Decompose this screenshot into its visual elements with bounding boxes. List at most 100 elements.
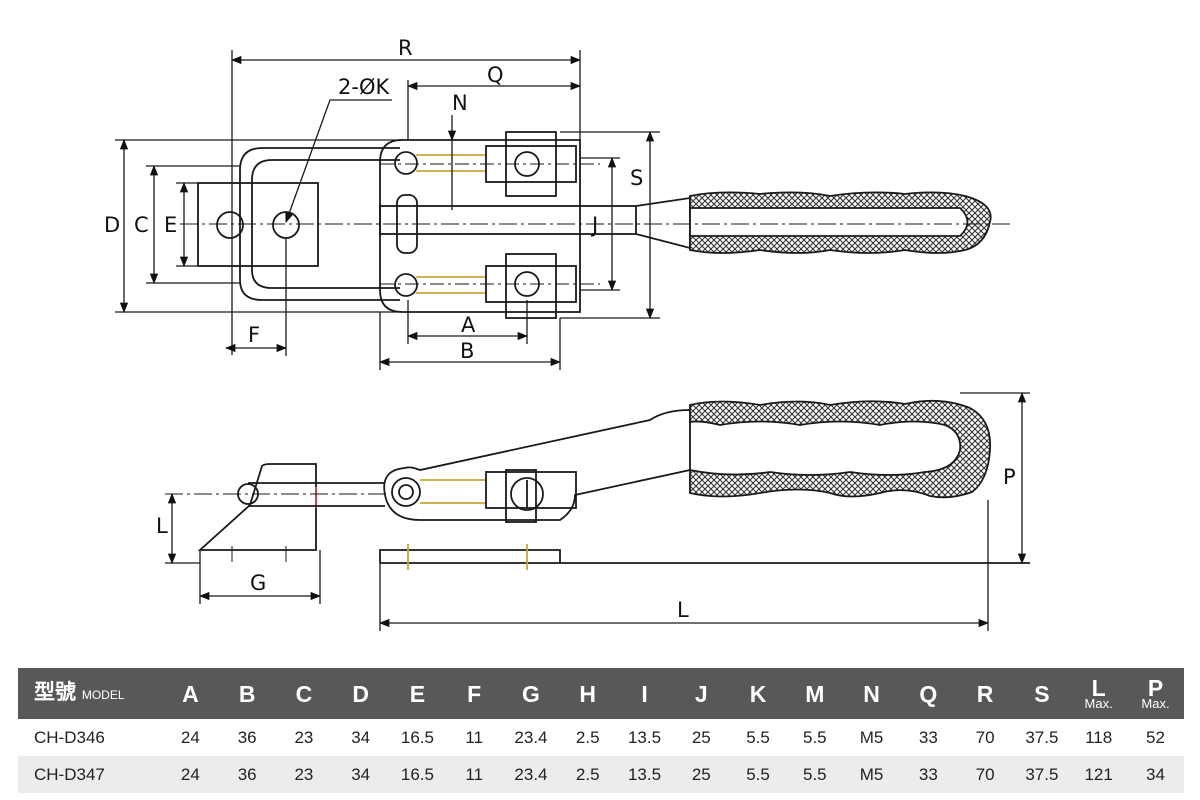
keeper-side <box>197 463 317 551</box>
latch-rod <box>379 205 637 235</box>
col-header: H <box>559 668 617 719</box>
top-view <box>180 131 1010 319</box>
spec-table: 型號 MODEL A B C D E F G H I J K M N Q R S… <box>18 668 1184 793</box>
col-header: E <box>389 668 446 719</box>
model-header-en: MODEL <box>81 687 125 702</box>
value-cell: 37.5 <box>1025 727 1059 747</box>
dim-label-b: B <box>460 339 474 363</box>
col-header: F <box>445 668 503 719</box>
col-header: B <box>218 668 276 719</box>
value-cell: 23.4 <box>502 756 560 793</box>
top-view-labels: R Q 2-ØK N D C E S J A B F <box>104 36 643 363</box>
pivot-hole-bottom <box>394 273 418 297</box>
col-header: C <box>275 668 333 719</box>
side-view-dimensions <box>165 391 1030 631</box>
value-cell: 70 <box>956 756 1014 793</box>
dim-label-s: S <box>630 166 643 190</box>
value-cell: 34 <box>332 756 390 793</box>
value-cell: M5 <box>843 756 900 793</box>
value-cell: 5.5 <box>786 756 844 793</box>
spec-header-row: 型號 MODEL A B C D E F G H I J K M N Q R S… <box>18 668 1184 719</box>
dim-label-r: R <box>398 36 413 60</box>
col-header-sub: Max. <box>1141 695 1170 711</box>
table-row: CH-D347 24 36 23 34 16.5 11 23.4 2.5 13.… <box>18 756 1184 793</box>
col-header: I <box>616 668 673 719</box>
value-cell: 25 <box>691 727 711 747</box>
dim-label-l: L <box>677 598 689 622</box>
dim-label-e: E <box>164 213 177 237</box>
value-cell: M5 <box>859 727 884 747</box>
dim-label-p: P <box>1003 465 1016 489</box>
dim-label-q: Q <box>487 63 504 87</box>
col-header: R <box>956 668 1014 719</box>
value-cell: 36 <box>218 756 276 793</box>
col-header: J <box>672 668 730 719</box>
value-cell: 37.5 <box>1013 756 1071 793</box>
dim-label-f: F <box>248 323 260 347</box>
value-cell: 16.5 <box>389 756 446 793</box>
model-cell: CH-D347 <box>18 756 162 793</box>
value-cell: 24 <box>162 756 219 793</box>
dim-label-d: D <box>104 213 120 237</box>
value-cell: 5.5 <box>802 727 827 747</box>
value-cell: 2.5 <box>575 727 600 747</box>
value-cell: 5.5 <box>746 727 770 747</box>
value-cell: 11 <box>465 727 484 747</box>
dim-label-n: N <box>452 91 468 115</box>
col-header: M <box>786 668 844 719</box>
col-header: Q <box>899 668 957 719</box>
value-cell: 13.5 <box>616 756 673 793</box>
col-header: N <box>843 668 900 719</box>
value-cell: 118 <box>1085 727 1113 747</box>
lever-body <box>383 409 691 521</box>
col-header: K <box>729 668 787 719</box>
value-cell: 16.5 <box>400 727 434 747</box>
dim-label-k: 2-ØK <box>338 75 390 99</box>
side-view-labels: L G L P <box>156 465 1016 622</box>
value-cell: 13.5 <box>627 727 662 747</box>
value-cell: 70 <box>975 727 995 747</box>
col-header-sub: Max. <box>1084 695 1113 711</box>
col-header: S <box>1013 668 1071 719</box>
model-header-zh: 型號 <box>34 680 76 704</box>
value-cell: 23 <box>275 756 333 793</box>
value-cell: 121 <box>1070 756 1128 793</box>
side-view <box>165 399 1030 570</box>
value-cell: 25 <box>672 756 730 793</box>
col-header-label: P <box>1147 674 1164 701</box>
col-header-label: L <box>1091 674 1106 701</box>
handle-side <box>689 399 992 499</box>
dim-label-l-side: L <box>156 514 168 538</box>
pivot-hole-top <box>394 151 418 175</box>
dim-label-j: J <box>590 213 598 237</box>
value-cell: 52 <box>1146 727 1165 747</box>
u-hook <box>239 147 400 301</box>
keeper-hole-left <box>216 211 244 239</box>
model-cell: CH-D346 <box>34 727 105 747</box>
keeper-hole-right <box>272 211 300 239</box>
value-cell: 5.5 <box>729 756 787 793</box>
dim-label-a: A <box>461 313 476 337</box>
value-cell: 23 <box>294 727 314 747</box>
value-cell: 2.5 <box>559 756 617 793</box>
col-header: A <box>162 668 219 719</box>
value-cell: 34 <box>351 727 371 747</box>
dim-label-c: C <box>134 213 149 237</box>
col-header: G <box>502 668 560 719</box>
table-row: CH-D346 24 36 23 34 16.5 11 23.4 2.5 13.… <box>18 719 1184 756</box>
base-side <box>379 549 561 563</box>
technical-drawing: R Q 2-ØK N D C E S J A B F <box>104 36 1030 631</box>
dim-label-g: G <box>250 571 266 595</box>
value-cell: 33 <box>918 727 938 747</box>
col-header: D <box>332 668 390 719</box>
value-cell: 33 <box>899 756 957 793</box>
value-cell: 11 <box>445 756 503 793</box>
top-view-dimensions <box>115 50 660 370</box>
value-cell: 23.4 <box>514 727 548 747</box>
value-cell: 24 <box>180 727 200 747</box>
model-header: 型號 MODEL <box>18 668 162 719</box>
base-plate <box>379 139 581 313</box>
value-cell: 36 <box>237 727 257 747</box>
